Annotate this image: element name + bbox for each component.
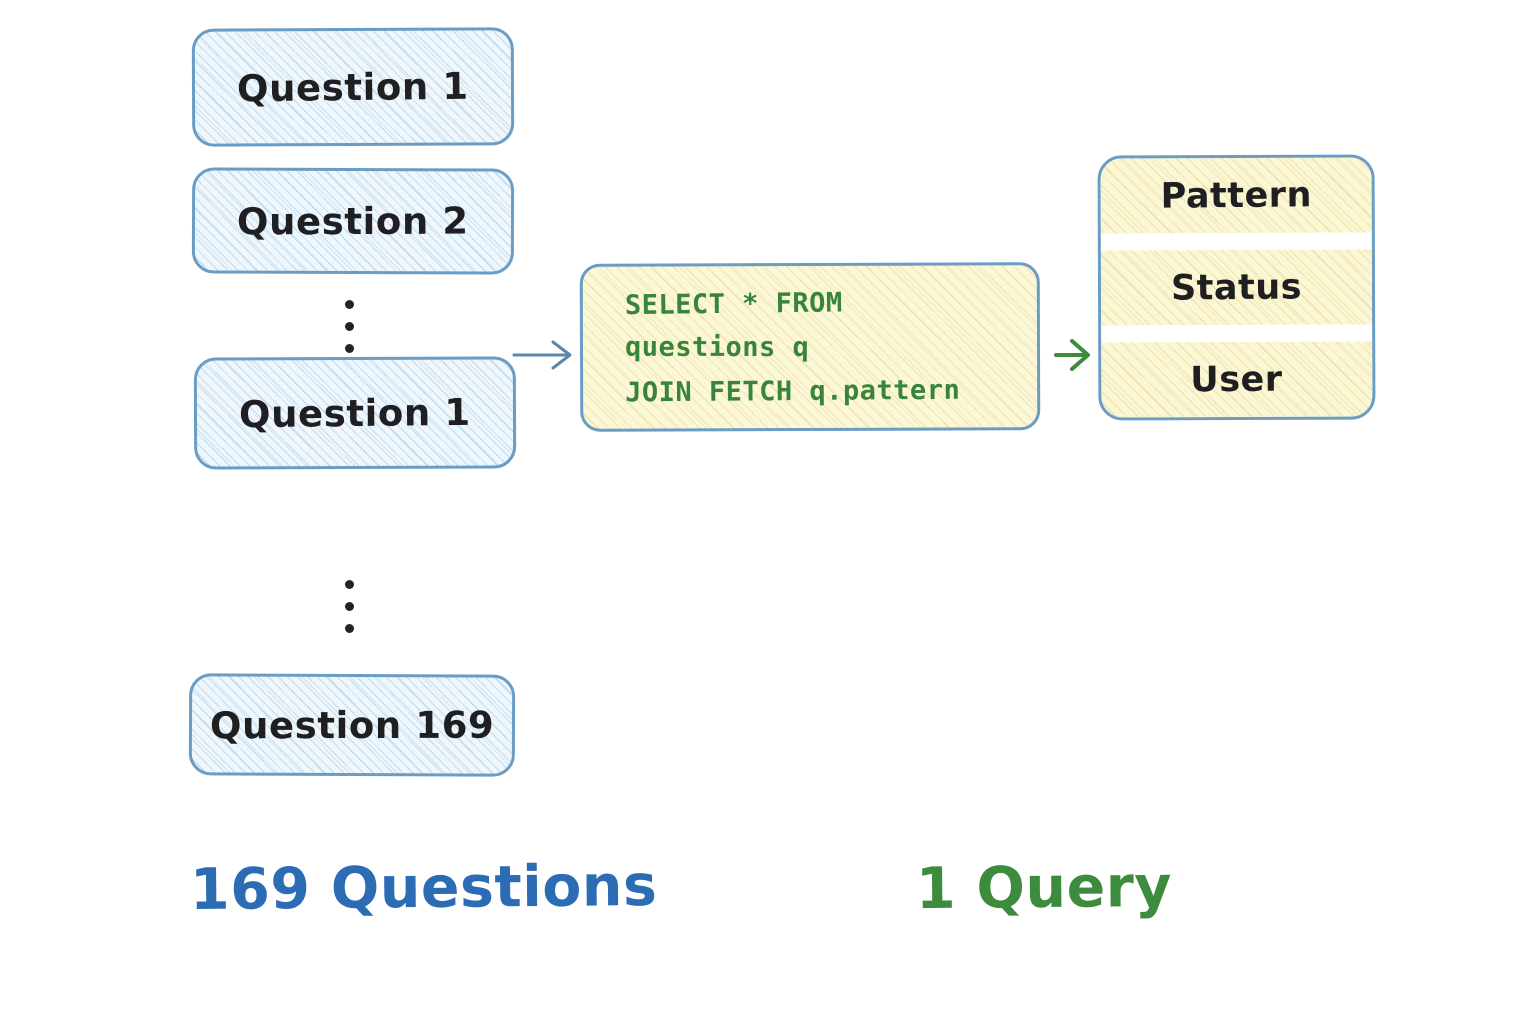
question-box-3: Question 1 [193, 356, 517, 470]
question-box-1: Question 1 [191, 27, 515, 147]
ellipsis-dot [345, 602, 354, 611]
ellipsis-lower-icon [345, 580, 354, 633]
arrow-query-to-result [1054, 339, 1090, 371]
ellipsis-dot [345, 322, 354, 331]
question-box-label: Question 169 [209, 703, 495, 747]
sql-query-box: SELECT * FROM questions q JOIN FETCH q.p… [579, 262, 1041, 432]
result-row-divider [1100, 232, 1372, 251]
ellipsis-dot [345, 624, 354, 633]
ellipsis-dot [345, 344, 354, 353]
result-row-user: User [1101, 341, 1373, 418]
sql-line-2: questions q [624, 331, 810, 363]
result-row-label: Status [1170, 266, 1303, 309]
caption-questions-count: 169 Questions [189, 852, 658, 924]
ellipsis-dot [345, 300, 354, 309]
arrow-questions-to-query [512, 340, 572, 370]
sql-line-1: SELECT * FROM [624, 286, 843, 321]
result-row-label: User [1190, 359, 1284, 400]
result-row-status: Status [1100, 249, 1373, 326]
result-row-pattern: Pattern [1100, 157, 1372, 234]
result-box: Pattern Status User [1097, 154, 1376, 421]
sql-query-text: SELECT * FROM questions q JOIN FETCH q.p… [583, 286, 961, 408]
ellipsis-upper-icon [345, 300, 354, 353]
question-box-label: Question 2 [237, 199, 469, 243]
result-row-divider [1101, 324, 1373, 343]
question-box-label: Question 1 [236, 64, 470, 110]
caption-query-count: 1 Query [915, 853, 1173, 923]
question-box-label: Question 1 [238, 390, 472, 436]
result-row-label: Pattern [1160, 174, 1312, 217]
sql-line-3: JOIN FETCH q.pattern [625, 374, 961, 408]
question-box-last: Question 169 [188, 673, 516, 777]
ellipsis-dot [345, 580, 354, 589]
question-box-2: Question 2 [191, 167, 515, 275]
